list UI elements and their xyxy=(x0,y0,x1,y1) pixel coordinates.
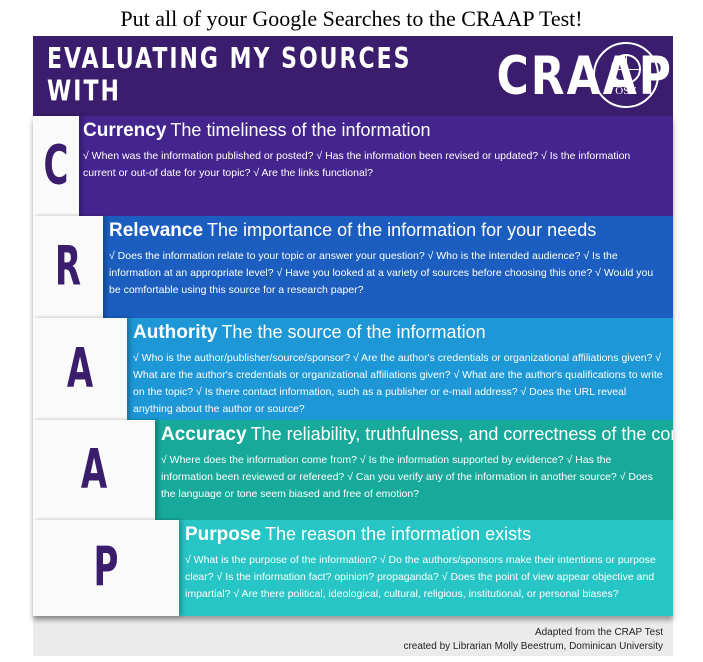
credits-author: created by Librarian Molly Beestrum, Dom… xyxy=(403,641,663,652)
section-term: Currency xyxy=(83,120,167,141)
page-heading: Put all of your Google Searches to the C… xyxy=(120,6,583,31)
craap-poster: EVALUATING MY SOURCES WITH CRAAP OSC C C… xyxy=(33,36,703,656)
globe-icon xyxy=(611,53,641,84)
letter-tab-c: C xyxy=(33,116,79,216)
seal-label: OSC xyxy=(615,84,637,97)
letter-tab-a: A xyxy=(33,420,155,520)
section-description: √ What is the purpose of the information… xyxy=(185,554,656,600)
letter-tab-a: A xyxy=(33,318,127,420)
letter-tab-r: R xyxy=(33,216,103,318)
section-definition: The importance of the information for yo… xyxy=(207,220,597,240)
credits: Adapted from the CRAP Test created by Li… xyxy=(403,626,663,654)
poster-header: EVALUATING MY SOURCES WITH CRAAP OSC xyxy=(33,36,673,116)
section-description: √ Where does the information come from? … xyxy=(161,454,653,500)
university-seal-icon: OSC xyxy=(593,42,659,108)
section-definition: The timeliness of the information xyxy=(170,120,431,140)
poster-title-small: EVALUATING MY SOURCES WITH xyxy=(47,43,412,109)
section-term: Relevance xyxy=(109,220,204,241)
section-description: √ When was the information published or … xyxy=(83,150,631,179)
section-term: Authority xyxy=(133,322,218,343)
credits-adapted: Adapted from the CRAP Test xyxy=(534,627,663,638)
poster-title: EVALUATING MY SOURCES WITH CRAAP xyxy=(47,43,673,109)
section-term: Purpose xyxy=(185,524,262,545)
section-description: √ Who is the author/publisher/source/spo… xyxy=(133,352,663,415)
letter-tab-p: P xyxy=(33,520,179,616)
section-term: Accuracy xyxy=(161,424,247,445)
section-description: √ Does the information relate to your to… xyxy=(109,250,654,296)
section-definition: The reliability, truthfulness, and corre… xyxy=(250,424,703,444)
section-definition: The reason the information exists xyxy=(265,524,532,544)
section-definition: The the source of the information xyxy=(221,322,486,342)
